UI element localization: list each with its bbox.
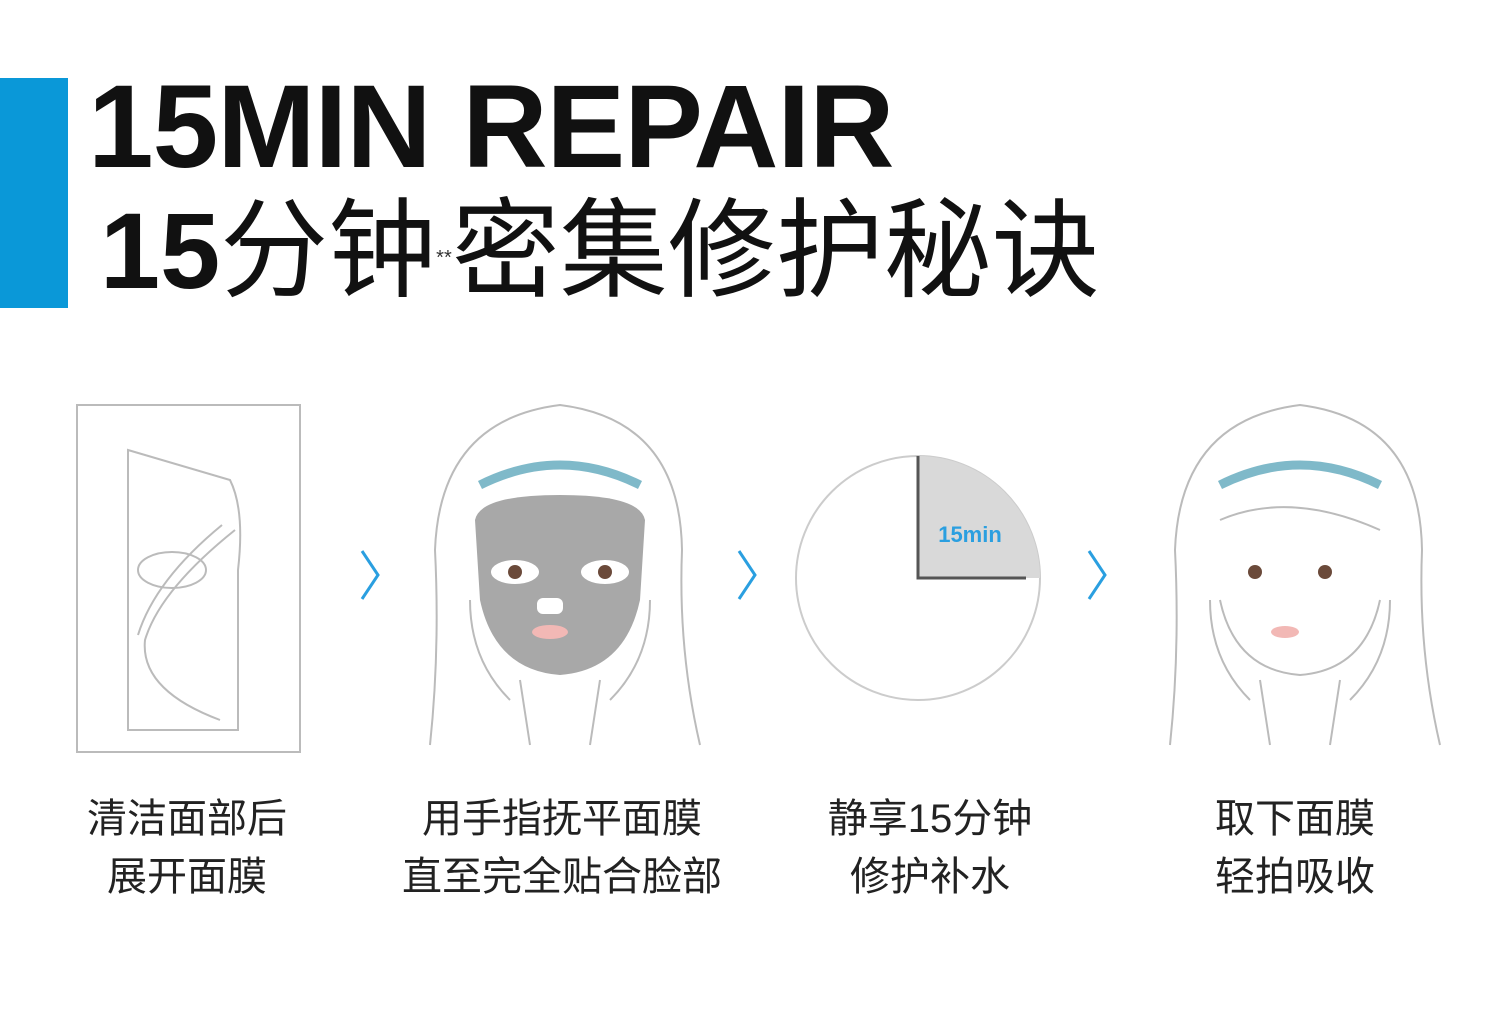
caption-line: 展开面膜 xyxy=(107,855,267,899)
face-after-mask-icon xyxy=(1169,403,1441,746)
caption-line: 轻拍吸收 xyxy=(1215,855,1375,899)
title-number: 15 xyxy=(100,190,221,311)
caption-line: 取下面膜 xyxy=(1215,797,1375,841)
title-part-b: 密集修护秘诀 xyxy=(451,190,1100,311)
title-english: 15MIN REPAIR xyxy=(88,61,894,193)
caption-line: 用手指抚平面膜 xyxy=(422,797,702,841)
step-caption: 清洁面部后展开面膜 xyxy=(0,790,397,906)
caption-line: 直至完全贴合脸部 xyxy=(402,855,722,899)
chevron-right-icon xyxy=(1083,545,1113,610)
title-chinese: 15分钟**密集修护秘诀 xyxy=(100,188,1100,313)
face-with-mask-icon xyxy=(429,403,701,746)
mask-package-icon xyxy=(76,404,301,753)
footnote-mark: ** xyxy=(436,247,452,269)
step-caption: 静享15分钟修护补水 xyxy=(720,790,1140,906)
clock-label: 15min xyxy=(938,522,1002,547)
caption-line: 清洁面部后 xyxy=(87,797,287,841)
chevron-right-icon xyxy=(733,545,763,610)
chevron-right-icon xyxy=(356,545,386,610)
clock-icon: 15min xyxy=(795,455,1041,701)
accent-bar xyxy=(0,78,68,308)
caption-line: 修护补水 xyxy=(850,855,1010,899)
step-caption: 取下面膜轻拍吸收 xyxy=(1085,790,1500,906)
title-part-a: 分钟 xyxy=(220,190,437,311)
caption-line: 静享15分钟 xyxy=(827,797,1033,841)
step-caption: 用手指抚平面膜直至完全贴合脸部 xyxy=(352,790,772,906)
